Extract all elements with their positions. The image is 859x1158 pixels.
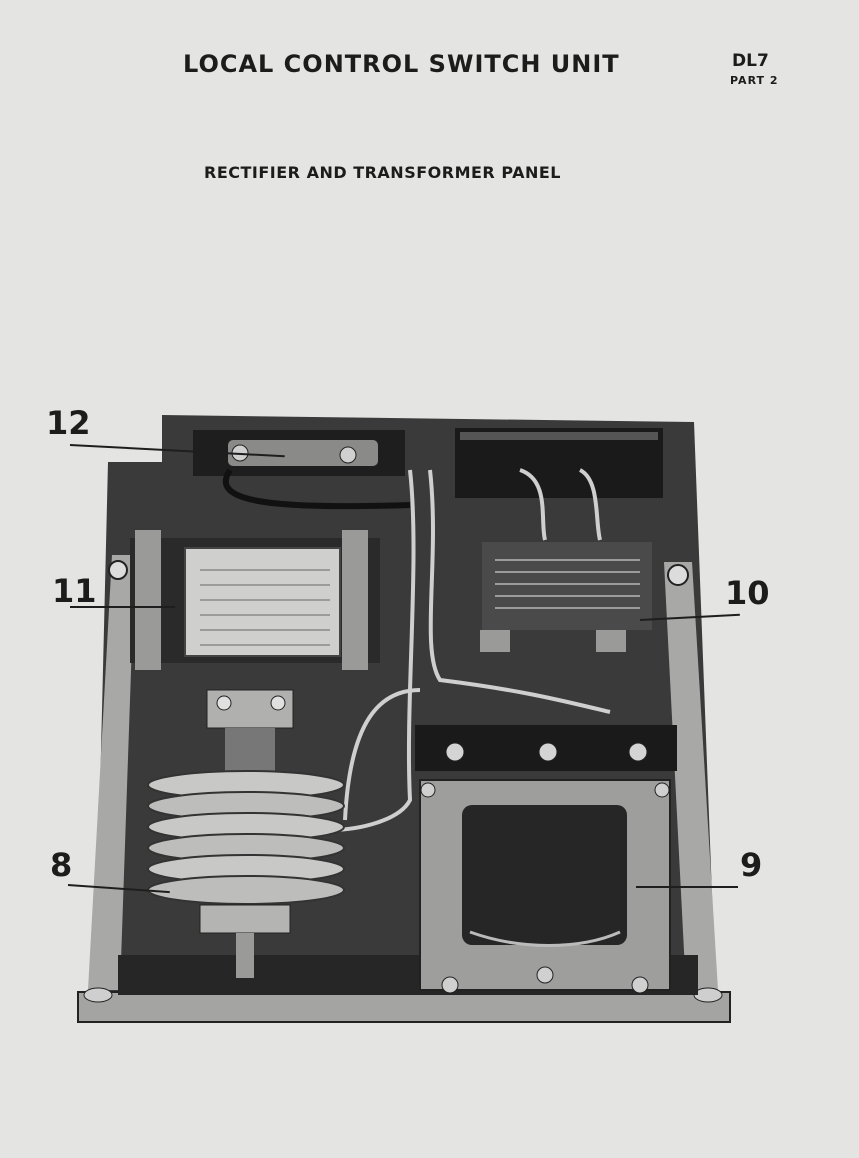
- right-mounting-rail: [664, 562, 718, 990]
- rail-hole: [667, 564, 689, 586]
- transformer-terminal: [628, 742, 648, 762]
- left-mounting-rail: [88, 555, 135, 990]
- frame-screw: [654, 782, 670, 798]
- base-plate: [77, 991, 731, 1023]
- rectifier-spindle: [225, 728, 275, 778]
- page-title: LOCAL CONTROL SWITCH UNIT: [183, 50, 620, 78]
- section-title: RECTIFIER AND TRANSFORMER PANEL: [204, 163, 561, 182]
- transformer-terminal: [538, 742, 558, 762]
- choke-foot: [480, 630, 510, 652]
- rectifier-bolt: [236, 933, 254, 978]
- frame-screw: [441, 976, 459, 994]
- callout-8: 8: [50, 846, 73, 884]
- leader-line-9: [636, 886, 738, 888]
- rectifier-plates: [147, 770, 345, 905]
- leader-line-11: [70, 606, 175, 608]
- terminal-block-edge: [460, 432, 658, 440]
- base-foot: [693, 987, 723, 1003]
- choke-core: [482, 542, 652, 630]
- bracket-screw: [216, 695, 232, 711]
- condenser-label-lines: [200, 569, 330, 646]
- document-reference: DL7: [732, 51, 769, 71]
- black-lead: [222, 468, 411, 510]
- transformer-coil: [462, 805, 627, 945]
- frame-screw: [536, 966, 554, 984]
- condenser-label: [184, 547, 341, 657]
- rectifier-end-cap: [199, 904, 291, 934]
- wiring-loom: [329, 468, 611, 832]
- terminal-screw: [339, 446, 357, 464]
- frame-screw: [631, 976, 649, 994]
- document-part: PART 2: [730, 74, 779, 87]
- callout-9: 9: [740, 846, 763, 884]
- callout-12: 12: [46, 404, 91, 442]
- condenser-clamp: [135, 530, 161, 670]
- bracket-screw: [270, 695, 286, 711]
- condenser-clamp: [342, 530, 368, 670]
- base-foot: [83, 987, 113, 1003]
- choke-laminations: [495, 559, 640, 609]
- callout-10: 10: [725, 574, 770, 612]
- rail-hole: [108, 560, 128, 580]
- frame-screw: [420, 782, 436, 798]
- transformer-terminal: [445, 742, 465, 762]
- coil-highlight: [469, 930, 621, 947]
- callout-11: 11: [52, 572, 97, 610]
- choke-foot: [596, 630, 626, 652]
- resistor-body: [228, 440, 378, 466]
